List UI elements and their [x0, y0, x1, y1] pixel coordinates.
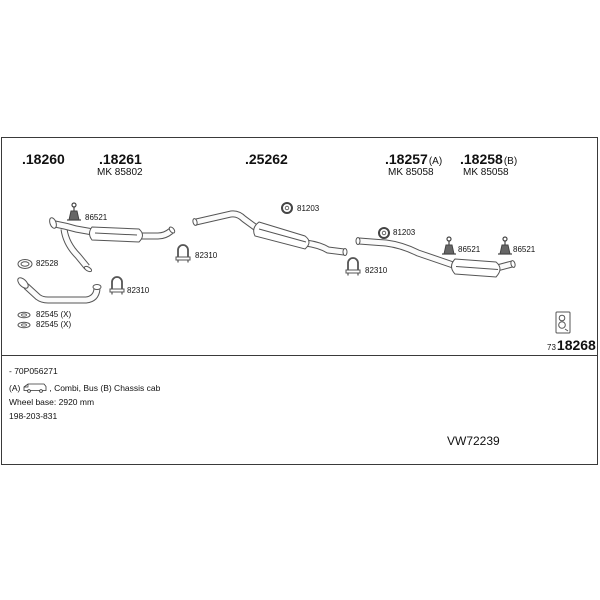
- hanger-label: 86521: [85, 213, 108, 222]
- front-silencer-seam: [94, 232, 138, 236]
- variant-marker: (A): [428, 156, 443, 167]
- part-number-rear-silencer-a: .18257 (A): [385, 152, 442, 167]
- part-number: .18260: [22, 151, 65, 167]
- variant-marker: (B): [503, 156, 518, 167]
- front-pipe-flange: [17, 277, 29, 289]
- rear-silencer-inlet-inner: [358, 238, 457, 269]
- gasket-label: 82528: [36, 259, 59, 268]
- hanger-label: 86521: [513, 245, 536, 254]
- rear-silencer-inlet-end: [355, 237, 361, 245]
- u-bolt-clamp-icon: [109, 276, 125, 296]
- part-number: .18258: [460, 151, 503, 167]
- part-number: .25262: [245, 151, 288, 167]
- rubber-hanger-icon: [497, 236, 513, 255]
- front-pipe-tube-inner: [24, 284, 100, 303]
- clamp-label: 82310: [195, 251, 218, 260]
- mounting-kit-code: MK 85058: [388, 167, 434, 178]
- reference-code: VW72239: [447, 434, 500, 448]
- part-number-middle-silencer: .25262: [245, 152, 288, 166]
- mounting-kit-part-number: 18268: [556, 337, 596, 353]
- van-icon: [23, 383, 47, 393]
- nut-icon: [17, 321, 31, 329]
- rubber-hanger-icon: [441, 236, 457, 255]
- u-bolt-clamp-icon: [175, 244, 191, 264]
- mounting-kit-code: MK 85058: [463, 167, 509, 178]
- front-silencer-lower-end: [83, 265, 93, 273]
- diagram-frame: [1, 137, 598, 465]
- middle-silencer-outlet: [342, 248, 348, 256]
- clamp-label: 82310: [365, 266, 388, 275]
- part-number-front-silencer: .18261: [99, 152, 142, 166]
- middle-silencer-inlet-inner: [195, 211, 261, 233]
- front-silencer-inlet-inner: [54, 221, 94, 235]
- hanger-ring-icon: [378, 227, 390, 239]
- clamp-label: 82310: [127, 286, 150, 295]
- front-silencer-outlet: [168, 226, 176, 234]
- part-number-front-pipe: .18260: [22, 152, 65, 166]
- rear-silencer-seam: [455, 266, 499, 270]
- front-silencer-downpipe-inner: [61, 228, 89, 269]
- wheel-base: Wheel base: 2920 mm: [9, 397, 95, 407]
- nut-icon: [17, 311, 31, 319]
- ring-label: 81203: [297, 204, 320, 213]
- ring-label: 81203: [393, 228, 416, 237]
- body-variant-line: (A) , Combi, Bus (B) Chassis cab: [9, 383, 160, 393]
- rear-silencer-outlet: [510, 260, 516, 268]
- part-number: .18257: [385, 151, 428, 167]
- hanger-ring-icon: [281, 202, 293, 214]
- front-silencer-tailpipe-inner: [140, 229, 173, 239]
- rubber-hanger-icon: [66, 202, 82, 221]
- middle-silencer: [192, 210, 348, 256]
- front-silencer-flange: [49, 217, 57, 229]
- u-bolt-clamp-icon: [345, 257, 361, 277]
- nut-label: 82545 (X): [36, 310, 72, 319]
- part-number-rear-silencer-b: .18258 (B): [460, 152, 517, 167]
- front-pipe-end: [92, 284, 102, 290]
- body-variant-prefix: (A): [9, 382, 21, 393]
- front-silencer: [49, 217, 176, 273]
- mounting-kit-prefix: 73: [547, 343, 556, 352]
- rear-silencer: [355, 237, 516, 278]
- mounting-kit-icon: [555, 311, 571, 334]
- nut-label: 82545 (X): [36, 320, 72, 329]
- mounting-kit-code: MK 85802: [97, 167, 143, 178]
- front-pipe: [17, 277, 102, 304]
- hanger-label: 86521: [458, 245, 481, 254]
- build-range: 198-203-831: [9, 411, 58, 421]
- info-divider: [1, 355, 598, 356]
- middle-silencer-inlet-end: [192, 218, 198, 226]
- middle-silencer-seam: [258, 228, 307, 243]
- model-code: - 70P056271: [9, 366, 58, 376]
- mounting-kit-number: 73 18268: [547, 338, 596, 352]
- part-number: .18261: [99, 151, 142, 167]
- gasket-ring-icon: [17, 259, 33, 269]
- body-variant-text: , Combi, Bus (B) Chassis cab: [49, 382, 161, 393]
